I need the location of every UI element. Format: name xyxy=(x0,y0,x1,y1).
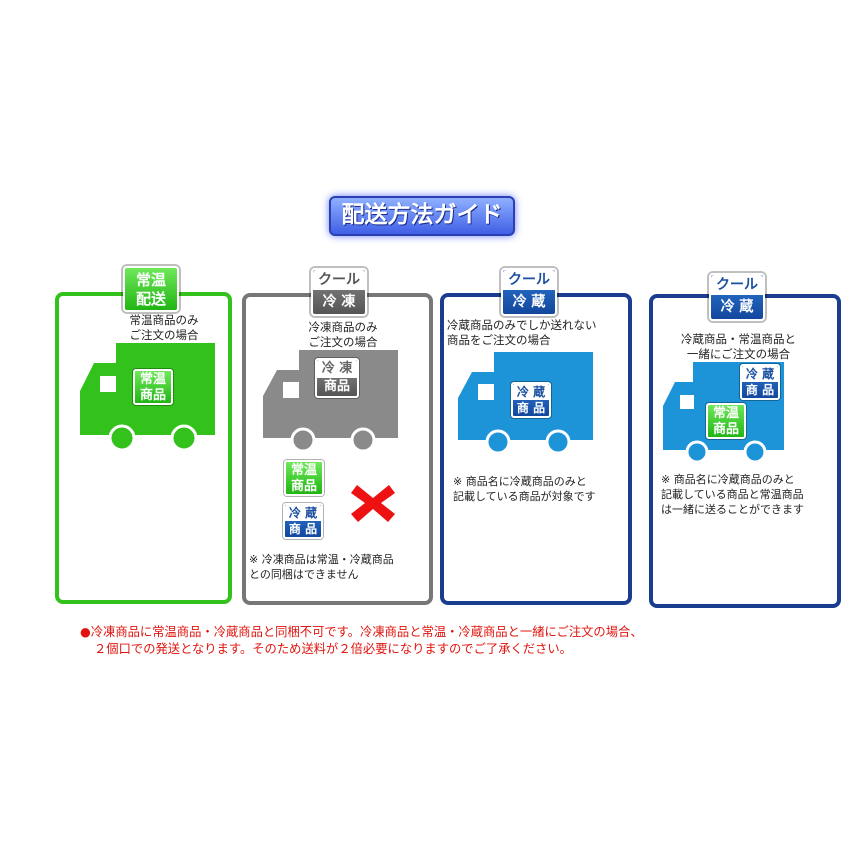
warning-line1: ●冷凍商品に常温商品・冷蔵商品と同梱不可です。冷凍商品と常温・冷蔵商品と一緒にご… xyxy=(80,625,643,639)
note-line1: ※ 商品名に冷蔵商品のみと xyxy=(661,473,795,486)
note-line2: との同梱はできません xyxy=(249,568,359,581)
panel-description: 常温商品のみ ご注文の場合 xyxy=(111,313,217,343)
badge-line2: 商品 xyxy=(712,422,739,437)
desc-line1: 常温商品のみ xyxy=(129,313,199,327)
shipping-warning: ●冷凍商品に常温商品・冷蔵商品と同梱不可です。冷凍商品と常温・冷蔵商品と一緒にご… xyxy=(80,624,643,658)
badge-line2: 商 品 xyxy=(745,383,775,397)
cool-frozen-tag: クール 冷 凍 xyxy=(311,268,367,316)
cool-chilled-tag: クール 冷 蔵 xyxy=(501,268,557,316)
tag-line1: 常温 xyxy=(135,271,166,289)
badge-line2: 商品 xyxy=(139,388,166,403)
badge-line2: 商品 xyxy=(290,479,317,494)
note-line1: ※ 商品名に冷蔵商品のみと xyxy=(453,475,587,488)
desc-line1: 冷凍商品のみ xyxy=(308,320,378,334)
normal-delivery-tag: 常温 配送 xyxy=(123,266,179,312)
note-line3: は一緒に送ることができます xyxy=(661,503,804,516)
note-line2: 記載している商品が対象です xyxy=(453,490,596,503)
normal-goods-badge: 常温 商品 xyxy=(284,460,324,496)
chilled-goods-badge: 冷 蔵 商 品 xyxy=(740,364,780,400)
tag-line2: 配送 xyxy=(135,290,166,308)
panel-note: ※ 商品名に冷蔵商品のみと 記載している商品と常温商品 は一緒に送ることができま… xyxy=(661,472,804,517)
badge-line2: 商 品 xyxy=(516,401,546,415)
desc-line2: 商品をご注文の場合 xyxy=(447,333,551,347)
cool-chilled-tag: クール 冷 蔵 xyxy=(709,273,765,321)
panel-description: 冷蔵商品のみでしか送れない 商品をご注文の場合 xyxy=(447,318,617,348)
frozen-goods-badge: 冷 凍 商品 xyxy=(315,358,359,398)
normal-goods-badge: 常温 商品 xyxy=(133,369,173,405)
badge-line1: 常温 xyxy=(290,463,317,478)
panel-description: 冷蔵商品・常温商品と 一緒にご注文の場合 xyxy=(676,332,801,362)
badge-line1: 冷 蔵 xyxy=(742,366,778,382)
tag-line1: クール xyxy=(711,275,763,295)
badge-line1: 冷 蔵 xyxy=(285,505,321,521)
panel-note: ※ 冷凍商品は常温・冷蔵商品 との同梱はできません xyxy=(249,552,394,582)
desc-line1: 冷蔵商品・常温商品と xyxy=(681,332,796,346)
tag-line2: 冷 凍 xyxy=(322,294,356,310)
note-line2: 記載している商品と常温商品 xyxy=(661,488,804,501)
chilled-goods-badge: 冷 蔵 商 品 xyxy=(511,382,551,418)
warning-line2: ２個口での発送となります。そのため送料が２倍必要になりますのでご了承ください。 xyxy=(94,642,572,656)
panel-description: 冷凍商品のみ ご注文の場合 xyxy=(290,320,396,350)
tag-line1: クール xyxy=(313,270,365,290)
badge-line1: 冷 蔵 xyxy=(513,384,549,400)
desc-line2: ご注文の場合 xyxy=(308,335,378,349)
note-line1: ※ 冷凍商品は常温・冷蔵商品 xyxy=(249,553,394,566)
desc-line2: ご注文の場合 xyxy=(129,328,199,342)
badge-line1: 常温 xyxy=(139,372,166,387)
badge-line2: 商 品 xyxy=(288,522,318,536)
tag-line2: 冷 蔵 xyxy=(512,294,546,310)
green-truck-icon xyxy=(80,343,215,451)
badge-line2: 商品 xyxy=(323,379,350,394)
panel-note: ※ 商品名に冷蔵商品のみと 記載している商品が対象です xyxy=(453,474,596,504)
chilled-goods-badge: 冷 蔵 商 品 xyxy=(283,503,323,539)
normal-goods-badge: 常温 商品 xyxy=(706,403,746,439)
tag-line2: 冷 蔵 xyxy=(720,299,754,315)
panel-frozen-delivery xyxy=(242,293,433,605)
page-title: 配送方法ガイド xyxy=(329,196,515,236)
cross-mark-icon xyxy=(351,485,395,522)
badge-line1: 冷 凍 xyxy=(317,360,357,378)
tag-line1: クール xyxy=(503,270,555,290)
badge-line1: 常温 xyxy=(712,406,739,421)
desc-line2: 一緒にご注文の場合 xyxy=(686,347,791,361)
desc-line1: 冷蔵商品のみでしか送れない xyxy=(447,318,597,332)
